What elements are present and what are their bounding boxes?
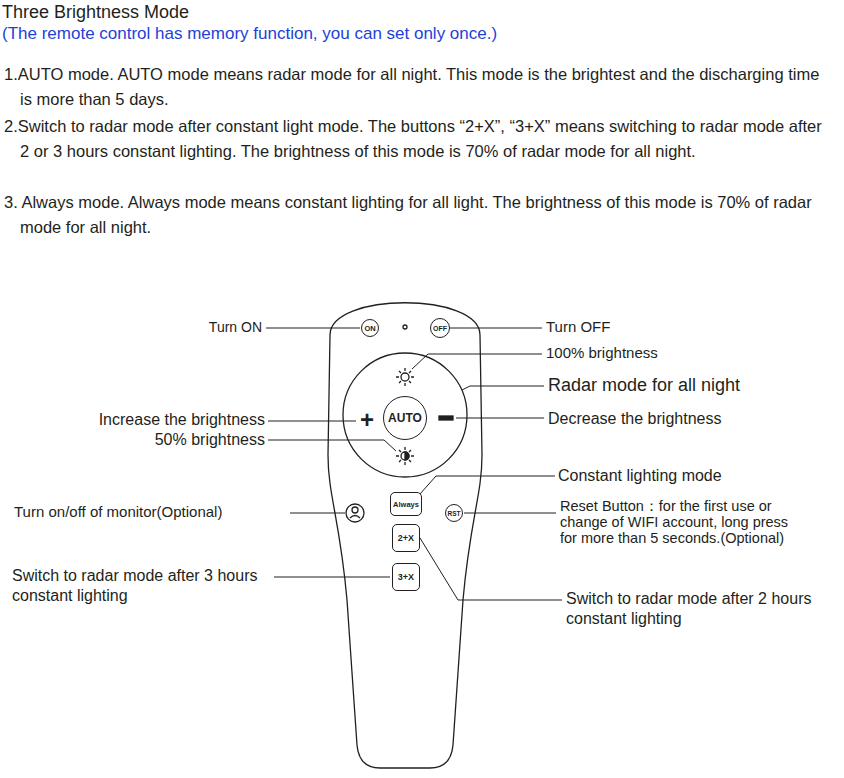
subtitle-note: (The remote control has memory function,… [2, 24, 822, 45]
callout-text: Switch to radar mode after 2 hours const… [566, 589, 831, 629]
callout-text: Switch to radar mode after 3 hours const… [12, 566, 274, 606]
indicator-dot [403, 325, 407, 329]
callout-text: Turn on/off of monitor(Optional) [14, 503, 289, 521]
two-hour-button: 2+X [392, 524, 420, 552]
off-button: OFF [430, 318, 450, 338]
always-button: Always [390, 492, 422, 516]
reset-button: RST [445, 504, 463, 522]
sun-icon-full [396, 368, 414, 386]
callout-text: Turn ON [100, 319, 262, 336]
leader-lines [266, 328, 562, 600]
minus-symbol [439, 416, 453, 420]
sun-icon-half [396, 447, 414, 465]
button-text: OFF [433, 325, 447, 332]
page-title: Three Brightness Mode [2, 2, 189, 24]
auto-button: AUTO [383, 396, 427, 440]
callout-text: Constant lighting mode [558, 466, 838, 486]
mode-paragraph: 1.AUTO mode. AUTO mode means radar mode … [4, 62, 834, 112]
mode-paragraph: 3. Always mode. Always mode means consta… [4, 190, 834, 240]
button-text: RST [448, 510, 461, 517]
button-text: 3+X [398, 572, 414, 582]
callout-text: Radar mode for all night [548, 375, 838, 397]
button-text: Always [393, 500, 419, 509]
remote-body [328, 303, 482, 768]
monitor-button [346, 504, 364, 522]
mode-paragraph: 2.Switch to radar mode after constant li… [4, 114, 834, 164]
control-ring [343, 353, 467, 477]
button-text: ON [364, 324, 375, 333]
button-text: AUTO [388, 411, 422, 425]
callout-text: Decrease the brightness [548, 409, 838, 429]
three-hour-button: 3+X [392, 563, 420, 591]
callout-text: Turn OFF [546, 318, 746, 336]
button-text: 2+X [398, 533, 414, 543]
callout-text: 100% brightness [546, 344, 746, 362]
callout-text: Reset Button：for the first use or change… [560, 498, 800, 547]
callout-text: 50% brightness [60, 430, 265, 450]
plus-symbol: + [360, 405, 376, 434]
on-button: ON [361, 319, 379, 337]
callout-text: Increase the brightness [20, 410, 265, 430]
